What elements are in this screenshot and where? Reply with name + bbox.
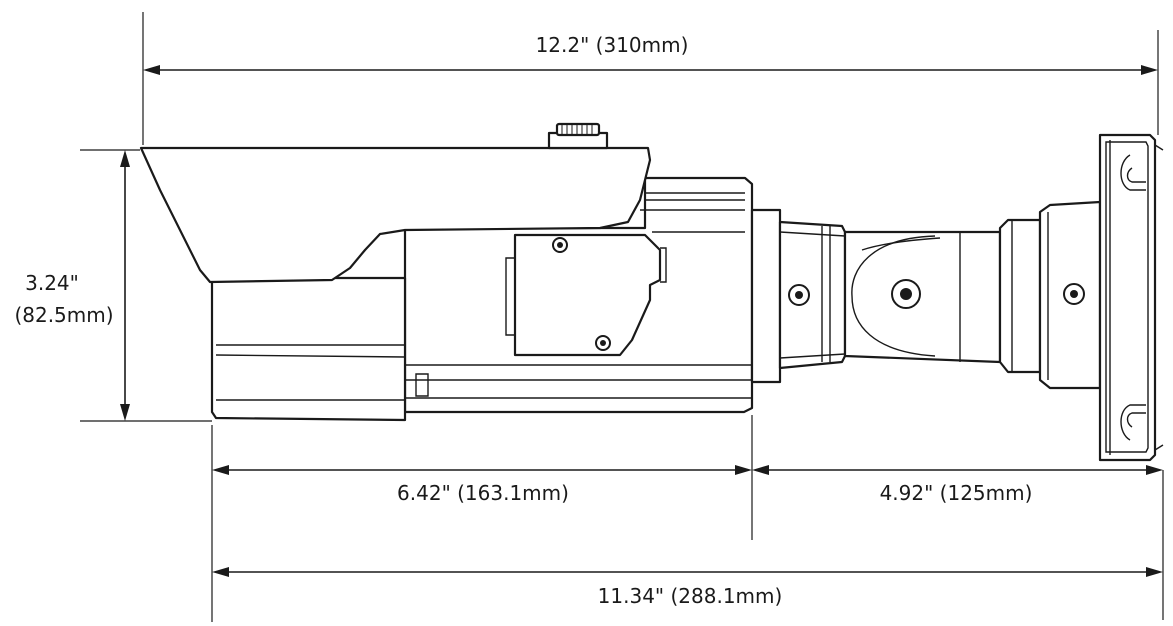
wall-plate (1098, 133, 1164, 462)
sunshield (139, 146, 652, 284)
extension-lines (80, 12, 1164, 622)
camera-illustration (139, 122, 1164, 462)
camera-body (210, 276, 407, 422)
dimension-mount-bracket: 4.92" (125mm) (752, 465, 1163, 505)
overall-length-label: 12.2" (310mm) (536, 33, 689, 57)
mount-bracket-label: 4.92" (125mm) (880, 481, 1033, 505)
ball-joint (843, 230, 1002, 364)
height-label-inches: 3.24" (25, 271, 79, 295)
bracket-arm (998, 200, 1102, 390)
dimension-camera-body: 6.42" (163.1mm) (212, 465, 752, 505)
height-label-mm: (82.5mm) (14, 303, 113, 327)
body-with-mount-label: 11.34" (288.1mm) (598, 584, 783, 608)
dimension-body-with-mount: 11.34" (288.1mm) (212, 567, 1163, 608)
camera-body-label: 6.42" (163.1mm) (397, 481, 569, 505)
dimension-height: 3.24" (82.5mm) (14, 150, 130, 421)
mount-collar (750, 208, 847, 384)
top-knob-icon (547, 122, 609, 150)
dimension-overall-length: 12.2" (310mm) (143, 33, 1158, 75)
access-panel (505, 233, 667, 357)
